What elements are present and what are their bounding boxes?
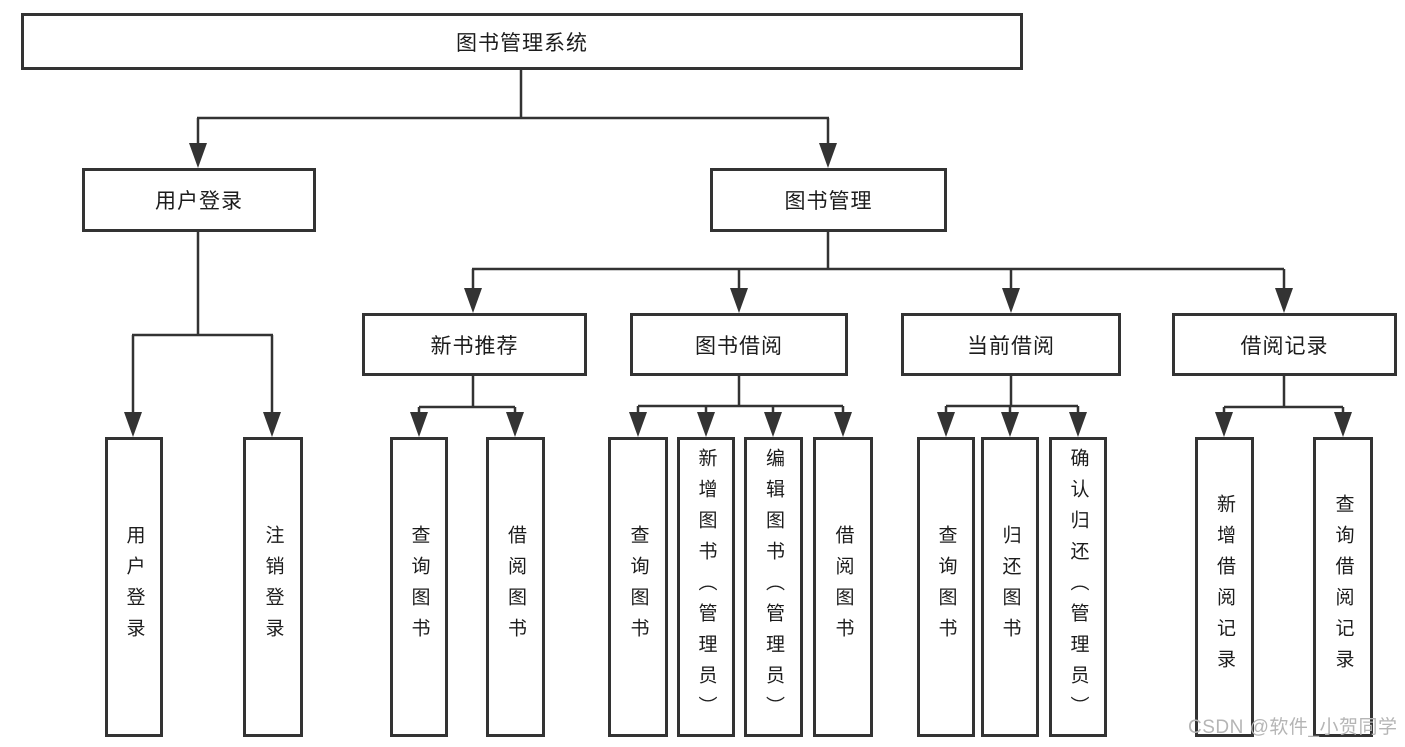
arrowhead-icons xyxy=(124,143,1352,437)
node-borrowing-query-books: 查询图书 xyxy=(608,437,668,737)
node-current-return-books: 归还图书 xyxy=(981,437,1039,737)
node-borrowing-borrow-books-label: 借阅图书 xyxy=(832,525,854,649)
node-records-add-borrow-record: 新增借阅记录 xyxy=(1195,437,1254,737)
node-user-login: 用户登录 xyxy=(82,168,316,232)
node-new-book-recommend-label: 新书推荐 xyxy=(430,334,519,358)
node-login-logout: 注销登录 xyxy=(243,437,303,737)
node-book-borrowing: 图书借阅 xyxy=(630,313,848,376)
node-book-management: 图书管理 xyxy=(710,168,947,232)
csdn-watermark: CSDN @软件_小贺同学 xyxy=(1188,717,1398,738)
node-records-add-borrow-record-label: 新增借阅记录 xyxy=(1214,494,1235,680)
node-borrowing-add-books-admin-label: 新增图书（管理员） xyxy=(695,447,717,727)
node-current-confirm-return-admin-label: 确认归还（管理员） xyxy=(1067,447,1089,727)
node-library-management-system: 图书管理系统 xyxy=(21,13,1023,70)
node-current-borrowing: 当前借阅 xyxy=(901,313,1121,376)
node-current-return-books-label: 归还图书 xyxy=(999,525,1021,649)
node-borrowing-borrow-books: 借阅图书 xyxy=(813,437,873,737)
node-user-login-label: 用户登录 xyxy=(155,190,243,213)
node-login-user-login: 用户登录 xyxy=(105,437,163,737)
node-borrowing-add-books-admin: 新增图书（管理员） xyxy=(677,437,735,737)
node-new-book-recommend: 新书推荐 xyxy=(362,313,587,376)
node-newbook-query-books-label: 查询图书 xyxy=(408,525,430,649)
node-newbook-query-books: 查询图书 xyxy=(390,437,448,737)
node-current-query-books-label: 查询图书 xyxy=(935,525,957,649)
node-records-query-borrow-record-label: 查询借阅记录 xyxy=(1332,494,1354,680)
node-borrowing-records: 借阅记录 xyxy=(1172,313,1397,376)
node-borrowing-edit-books-admin: 编辑图书（管理员） xyxy=(744,437,803,737)
node-book-borrowing-label: 图书借阅 xyxy=(695,334,783,358)
node-records-query-borrow-record: 查询借阅记录 xyxy=(1313,437,1373,737)
node-book-management-label: 图书管理 xyxy=(784,190,873,213)
node-newbook-borrow-books-label: 借阅图书 xyxy=(505,525,526,649)
node-borrowing-records-label: 借阅记录 xyxy=(1240,334,1329,358)
node-login-user-login-label: 用户登录 xyxy=(123,525,145,649)
node-newbook-borrow-books: 借阅图书 xyxy=(486,437,545,737)
node-library-management-system-label: 图书管理系统 xyxy=(456,31,588,55)
node-borrowing-query-books-label: 查询图书 xyxy=(627,525,649,649)
node-borrowing-edit-books-admin-label: 编辑图书（管理员） xyxy=(763,447,784,727)
node-login-logout-label: 注销登录 xyxy=(262,525,284,649)
node-current-confirm-return-admin: 确认归还（管理员） xyxy=(1049,437,1107,737)
node-current-query-books: 查询图书 xyxy=(917,437,975,737)
node-current-borrowing-label: 当前借阅 xyxy=(967,334,1055,358)
